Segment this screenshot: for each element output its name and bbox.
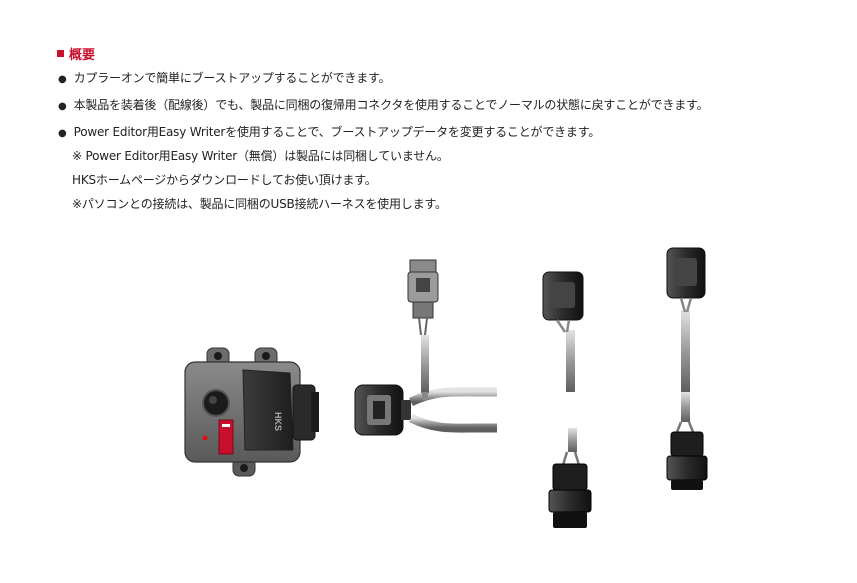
bullet-text: カプラーオンで簡単にブーストアップすることができます。 <box>73 71 391 85</box>
control-unit: HKS <box>184 347 319 477</box>
logo-text: HKS <box>273 412 283 431</box>
female-connector-middle <box>542 271 584 333</box>
section-heading-label: 概要 <box>69 48 96 63</box>
note-line: HKSホームページからダウンロードしてお使い頂けます。 <box>72 173 377 187</box>
socket-connector <box>354 384 411 436</box>
bullet-icon: ● <box>58 74 67 85</box>
bullet-item: ● Power Editor用Easy Writerを使用することで、ブーストア… <box>58 124 600 142</box>
bullet-icon: ● <box>58 101 67 112</box>
harness-cables <box>408 310 695 452</box>
male-connector-middle <box>548 451 592 528</box>
note-line: ※ Power Editor用Easy Writer（無償）は製品には同梱してい… <box>72 149 449 163</box>
bullet-icon: ● <box>58 128 67 139</box>
note-line: ※パソコンとの接続は、製品に同梱のUSB接続ハーネスを使用します。 <box>72 197 447 211</box>
bullet-item: ● カプラーオンで簡単にブーストアップすることができます。 <box>58 70 391 88</box>
male-connector-right <box>666 421 708 490</box>
section-heading: 概要 <box>57 44 95 63</box>
female-connector-right <box>666 247 706 313</box>
product-illustration: HKS <box>184 247 708 528</box>
bullet-item: ● 本製品を装着後（配線後）でも、製品に同梱の復帰用コネクタを使用することでノー… <box>58 97 709 115</box>
bullet-text: 本製品を装着後（配線後）でも、製品に同梱の復帰用コネクタを使用することでノーマル… <box>73 98 709 112</box>
bullet-text: Power Editor用Easy Writerを使用することで、ブーストアップ… <box>73 125 601 139</box>
small-connector <box>407 259 439 336</box>
square-bullet-icon <box>57 50 64 57</box>
